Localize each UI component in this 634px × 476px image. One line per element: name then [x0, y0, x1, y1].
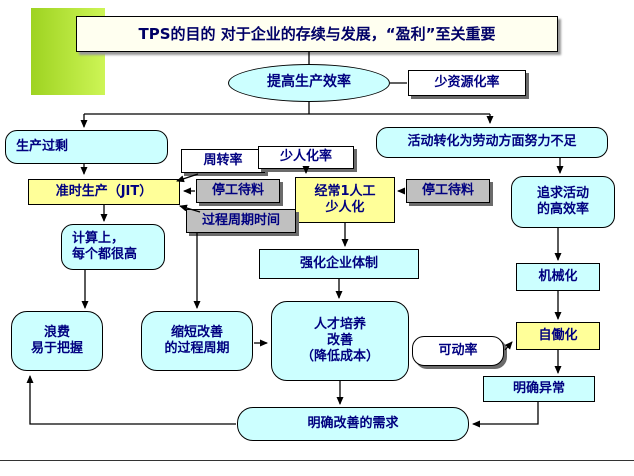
- node-improve-productivity: 提高生产效率: [228, 64, 390, 102]
- node-pursue-high-efficiency: 追求活动 的高效率: [511, 176, 615, 228]
- node-strengthen-enterprise: 强化企业体制: [259, 249, 419, 279]
- node-clarify-improvement-need: 明确改善的需求: [237, 407, 469, 441]
- node-stoppage-right: 停工待料: [406, 179, 490, 203]
- node-shorten-cycle: 缩短改善 的过程周期: [141, 311, 253, 371]
- node-less-manpower-rate: 少人化率: [258, 146, 354, 169]
- node-process-cycle-time: 过程周期时间: [186, 209, 296, 233]
- node-activity-conversion: 活动转化为劳动方面努力不足: [376, 127, 608, 158]
- node-clarify-abnormality: 明确异常: [483, 376, 595, 402]
- node-mechanization: 机械化: [516, 263, 600, 291]
- slide-title: TPS的目的 对于企业的存续与发展，“盈利”至关重要: [76, 16, 558, 52]
- bottom-rule: [0, 460, 634, 461]
- node-waste-grasp: 浪费 易于把握: [11, 311, 103, 371]
- node-overproduction: 生产过剩: [5, 130, 168, 164]
- node-talent-development: 人才培养 改善 （降低成本）: [271, 301, 409, 381]
- node-operational-rate: 可动率: [412, 336, 504, 366]
- node-turnover-rate: 周转率: [181, 149, 265, 173]
- node-jidoka: 自働化: [516, 322, 600, 350]
- node-one-worker: 经常1人工 少人化: [295, 177, 395, 223]
- node-calculated-high: 计算上， 每个都很高: [61, 224, 165, 270]
- node-jit: 准时生产（JIT）: [28, 179, 180, 205]
- node-less-resource-rate: 少资源化率: [408, 70, 526, 96]
- node-stoppage-left: 停工待料: [196, 179, 280, 203]
